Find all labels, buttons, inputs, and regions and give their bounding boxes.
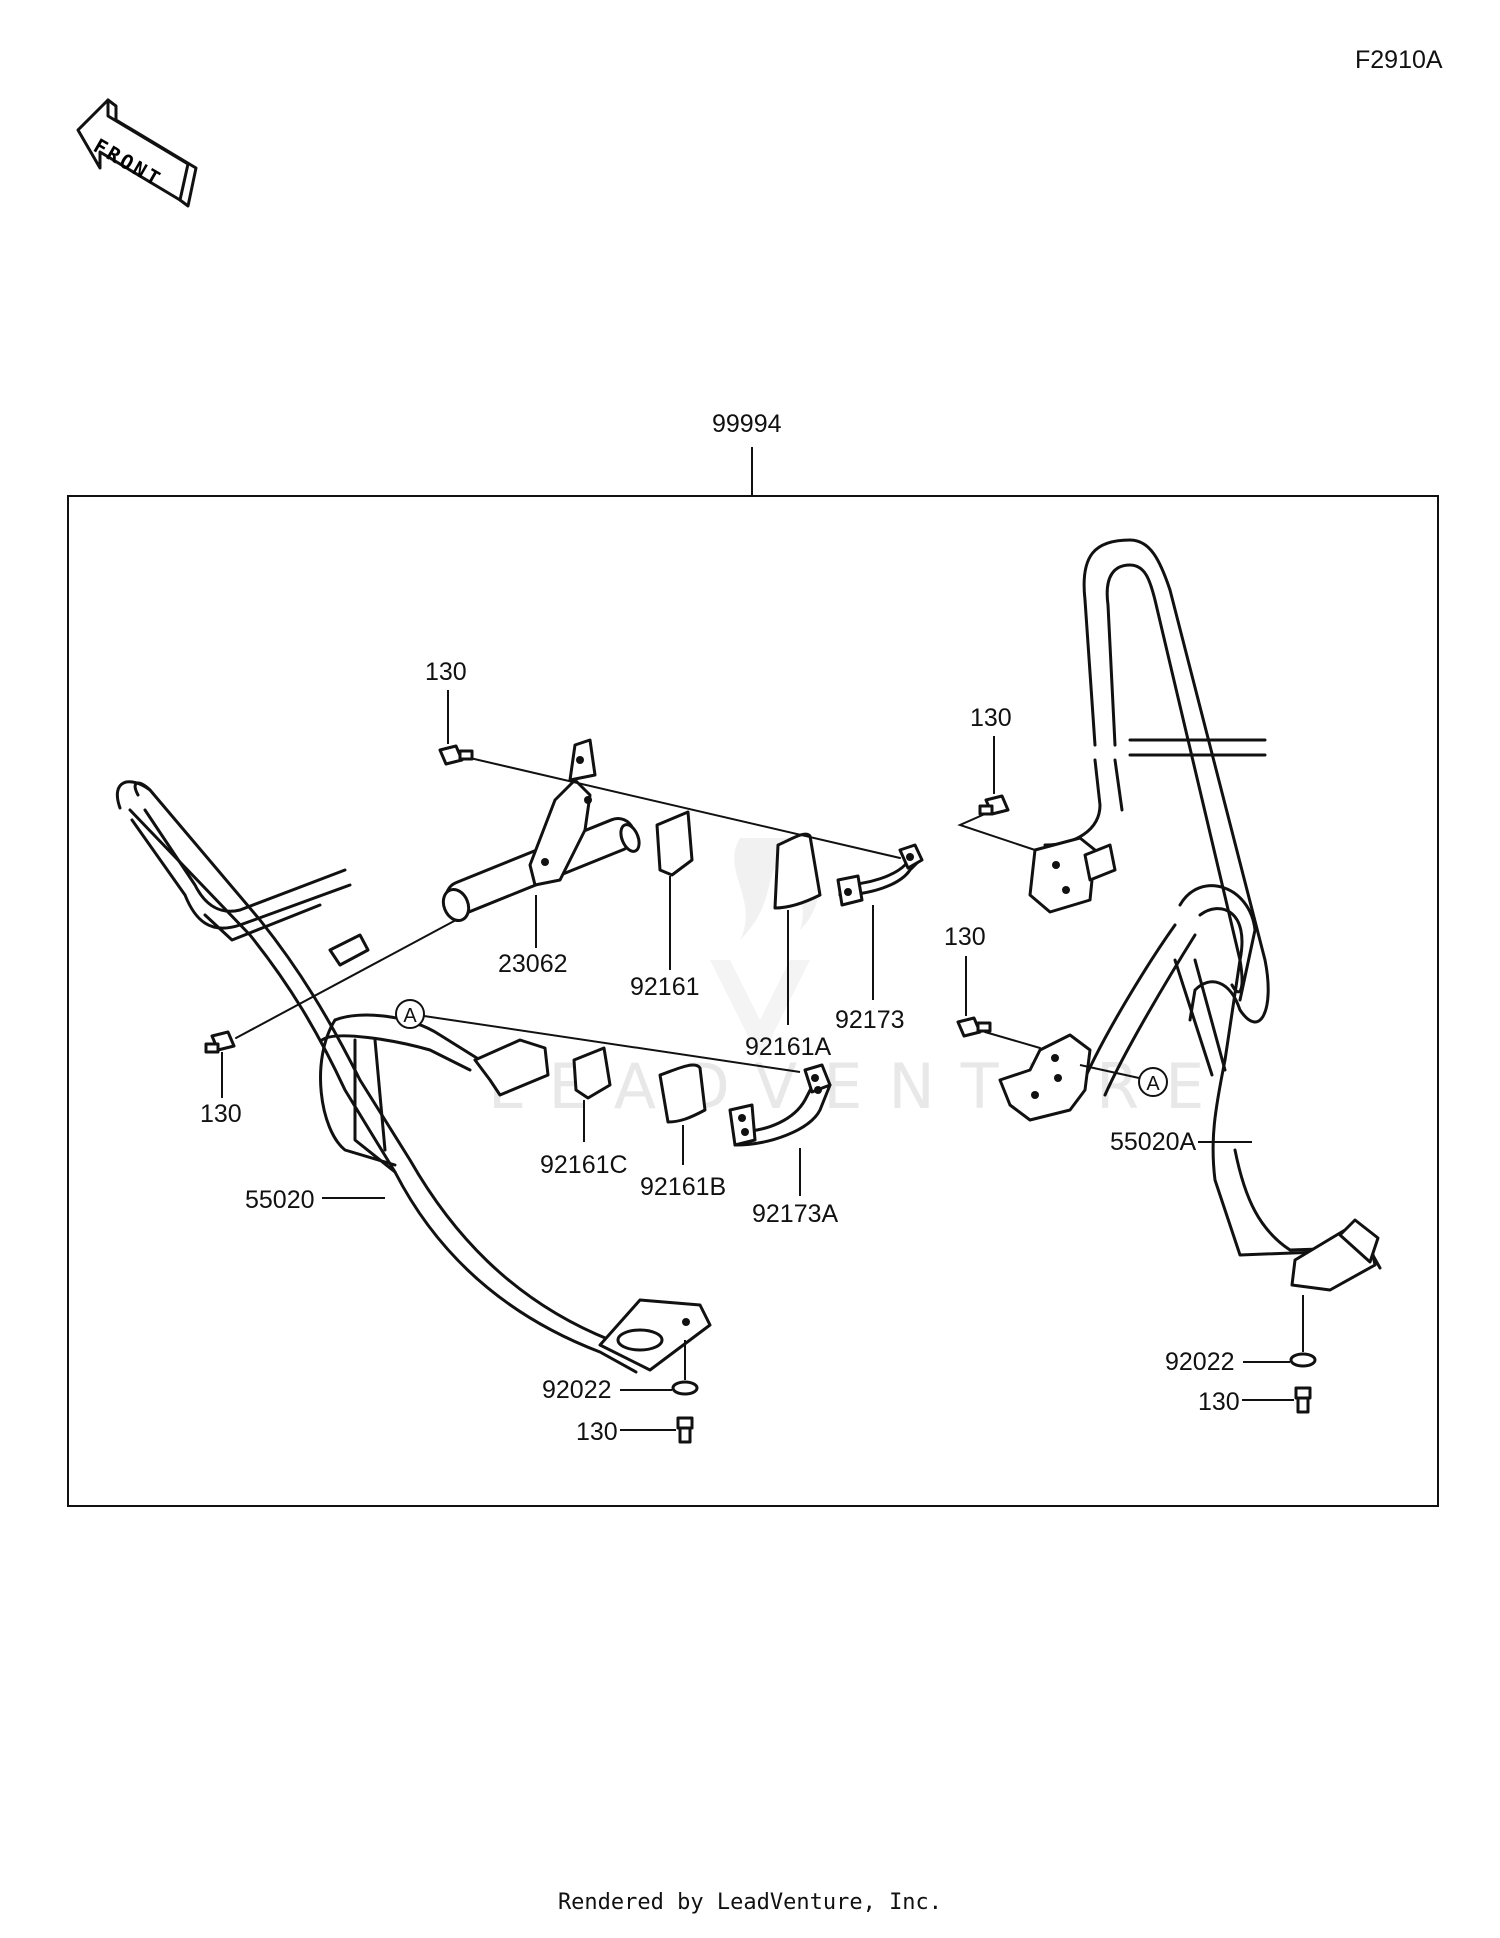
svg-text:A: A [1146,1073,1160,1095]
callout-pad-b: 92161B [640,1173,726,1201]
callout-clamp: 92173 [835,1006,905,1034]
bolt-130-icon [438,744,474,766]
callout-pad-a: 92161A [745,1033,832,1061]
bolt-130-icon [676,1416,694,1444]
bracket-23062 [441,738,641,923]
assembly-frame [67,495,1439,1507]
callout-bolt: 130 [944,923,986,951]
svg-text:A: A [403,1005,417,1027]
ref-a-marker-right: A [1138,1067,1168,1097]
callout-bolt: 130 [970,704,1012,732]
callout-frame-left: 55020 [245,1186,315,1214]
bolt-130-icon [204,1030,236,1054]
callout-washer: 92022 [1165,1348,1235,1376]
bolt-130-icon [956,1016,992,1038]
pad-92161 [655,810,694,877]
footer-credit: Rendered by LeadVenture, Inc. [557,1890,943,1915]
right-frame-55020a [998,538,1382,1292]
callout-clamp-a: 92173A [752,1200,839,1228]
callout-pad: 92161 [630,973,700,1001]
left-frame-55020 [115,780,712,1374]
callout-assembly: 99994 [712,410,782,438]
callout-washer: 92022 [542,1376,612,1404]
callout-bolt: 130 [1198,1388,1240,1416]
pad-92161b [658,1063,707,1124]
callout-pad-c: 92161C [540,1151,628,1179]
washer-92022-icon [1289,1352,1317,1368]
bolt-130-icon [1294,1386,1312,1414]
callout-frame-right: 55020A [1110,1128,1197,1156]
clamp-92173 [836,843,924,907]
washer-92022-icon [671,1380,699,1396]
callout-bolt: 130 [425,658,467,686]
pad-92161c [572,1046,612,1100]
clamp-92173a [728,1063,832,1147]
diagram-id: F2910A [1355,46,1443,74]
callout-bolt: 130 [200,1100,242,1128]
bolt-130-icon [978,794,1010,816]
callout-bracket: 23062 [498,950,568,978]
pad-92161a [773,832,822,910]
front-arrow-icon: FRONT [76,98,198,208]
callout-bolt: 130 [576,1418,618,1446]
ref-a-marker-left: A [395,999,425,1029]
